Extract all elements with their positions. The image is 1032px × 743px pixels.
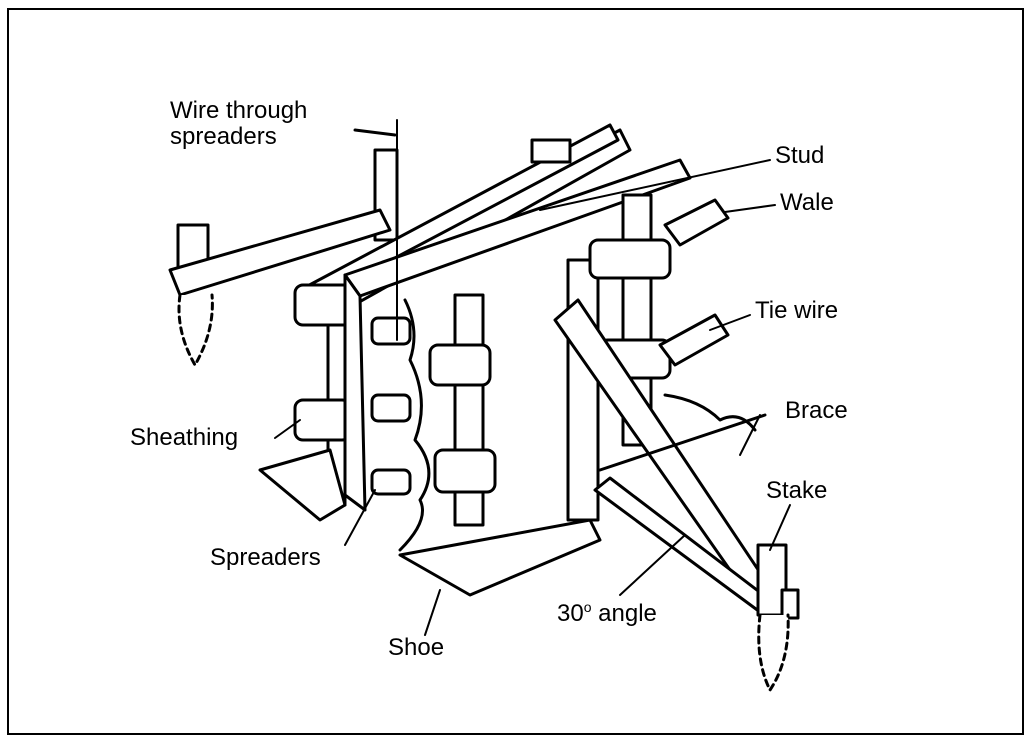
wale-front-3 <box>588 238 672 280</box>
sheathing-leader <box>274 419 301 439</box>
degree-sign: o <box>583 599 592 615</box>
angle-text: angle <box>598 600 657 627</box>
label-shoe: Shoe <box>388 634 445 661</box>
spreaders-leader <box>344 489 376 546</box>
label-wire-through-line2: spreaders <box>170 123 277 151</box>
front-sheathing-left <box>343 273 367 512</box>
shoe <box>398 518 602 597</box>
brace-thin <box>598 413 767 472</box>
wale-right-lower <box>658 313 730 367</box>
label-sheathing: Sheathing <box>130 424 239 451</box>
label-stake: Stake <box>766 477 828 504</box>
label-spreaders: Spreaders <box>210 544 321 571</box>
front-stud-2 <box>566 258 600 522</box>
right-stake-cap <box>780 588 800 620</box>
brace-leader <box>739 414 761 456</box>
figure-frame <box>7 8 1024 735</box>
stud-leader <box>539 159 771 211</box>
wire-leader-arrow <box>353 128 397 137</box>
stake-leader <box>769 504 791 551</box>
angle-leader <box>619 534 686 596</box>
broken-edge-right <box>663 393 757 432</box>
right-stake-dashed <box>757 613 790 692</box>
back-sheathing-bottom <box>258 448 347 522</box>
left-stake-dashed <box>177 293 214 367</box>
wale-mid <box>293 398 352 442</box>
spreader-1 <box>370 316 412 346</box>
label-wire-through-line1: Wire through <box>170 97 308 124</box>
label-tie-wire: Tie wire <box>755 297 839 324</box>
wale-right-upper <box>663 198 730 247</box>
tie-wire-leader <box>709 314 751 331</box>
top-stub <box>530 138 572 164</box>
label-brace: Brace <box>785 397 848 424</box>
angle-number: 30 <box>557 600 584 627</box>
left-brace <box>168 208 392 297</box>
broken-edge <box>398 298 431 552</box>
label-stud: Stud <box>775 142 825 169</box>
shoe-leader <box>424 589 441 636</box>
label-wire-through: Wire through spreaders <box>170 97 308 151</box>
label-angle: 30o angle <box>557 599 657 627</box>
spreader-3 <box>370 468 412 496</box>
wale-front-2 <box>433 448 497 494</box>
spreader-2 <box>370 393 412 423</box>
wale-leader <box>724 204 776 213</box>
wale-front-1 <box>428 343 492 387</box>
label-wale: Wale <box>780 189 834 216</box>
